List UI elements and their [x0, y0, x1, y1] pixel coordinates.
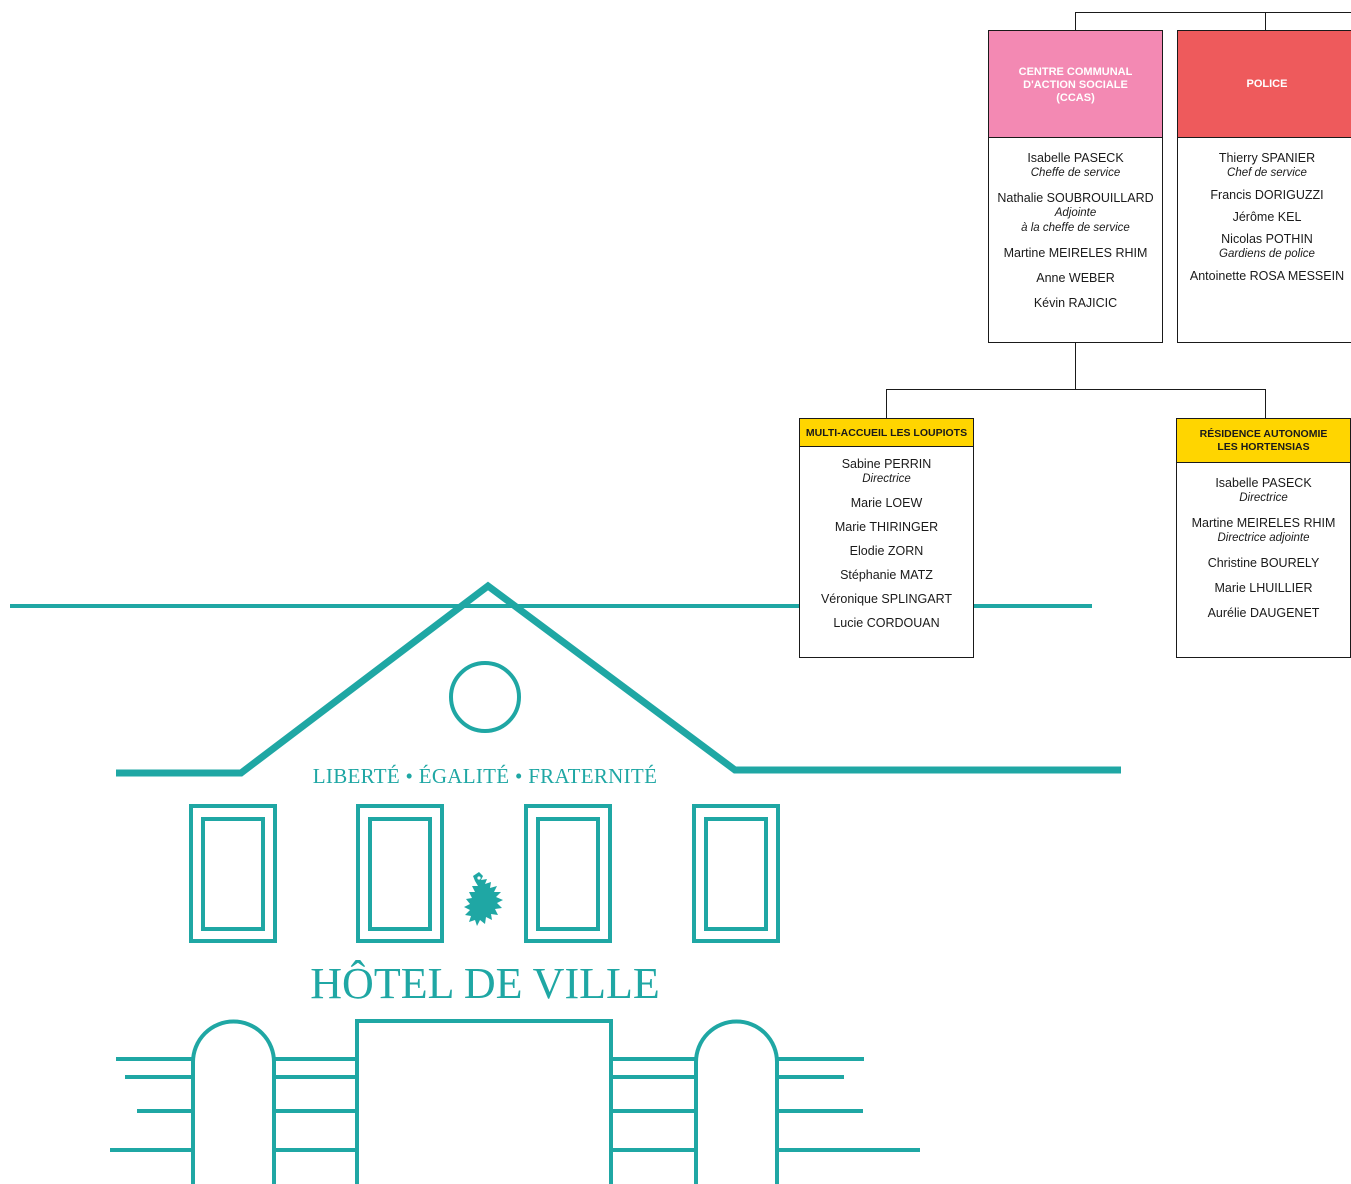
staff-name: Marie LOEW: [850, 496, 923, 510]
staff-name: Anne WEBER: [1036, 271, 1115, 285]
staff-name: Marie THIRINGER: [834, 520, 939, 534]
staff-member: Elodie ZORN: [800, 543, 973, 559]
staff-member: Francis DORIGUZZI: [1178, 187, 1351, 203]
hotel-de-ville-title: HÔTEL DE VILLE: [310, 959, 660, 1008]
staff-name: Stéphanie MATZ: [840, 568, 933, 582]
staff-member: Antoinette ROSA MESSEIN: [1178, 268, 1351, 284]
org-box-multi-accueil: MULTI-ACCUEIL LES LOUPIOTS Sabine PERRIN…: [799, 418, 974, 658]
town-hall-drawing: [10, 581, 1121, 1184]
staff-member: Marie LOEW: [800, 495, 973, 511]
staff-name: Antoinette ROSA MESSEIN: [1189, 269, 1345, 283]
staff-name: Jérôme KEL: [1232, 210, 1302, 224]
arch-door-left: [191, 1019, 276, 1184]
staff-name: Aurélie DAUGENET: [1207, 606, 1320, 620]
staff-name: Nicolas POTHIN: [1221, 232, 1313, 246]
staff-member: Aurélie DAUGENET: [1177, 605, 1350, 621]
staff-name: Francis DORIGUZZI: [1210, 188, 1324, 202]
staff-member: Marie THIRINGER: [800, 519, 973, 535]
roof-oculus: [449, 661, 521, 733]
staff-member: Stéphanie MATZ: [800, 567, 973, 583]
staff-role: Cheffe de service: [1030, 167, 1121, 179]
roof-outline: [116, 581, 1121, 777]
motto-text: LIBERTÉ • ÉGALITÉ • FRATERNITÉ: [312, 764, 658, 788]
heraldic-lion-icon: [457, 870, 511, 928]
staff-name: Martine MEIRELES RHIM: [1003, 246, 1148, 260]
staff-name: Thierry SPANIER: [1218, 151, 1316, 165]
staff-name: Véronique SPLINGART: [820, 592, 953, 606]
org-box-title: RÉSIDENCE AUTONOMIE LES HORTENSIAS: [1177, 419, 1350, 463]
staff-member: Christine BOURELY: [1177, 555, 1350, 571]
staff-member: Sabine PERRIN Directrice: [800, 456, 973, 487]
org-connector-lines: [886, 12, 1351, 418]
staff-member: Martine MEIRELES RHIM: [989, 245, 1162, 261]
staff-name: Isabelle PASECK: [1215, 476, 1312, 490]
staff-member: Thierry SPANIER Chef de service: [1178, 150, 1351, 181]
staff-member: Kévin RAJICIC: [989, 295, 1162, 311]
staff-name: Isabelle PASECK: [1027, 151, 1124, 165]
window-2: [356, 804, 444, 943]
org-box-title: MULTI-ACCUEIL LES LOUPIOTS: [800, 419, 973, 447]
staff-member: Nathalie SOUBROUILLARD Adjointe à la chef…: [989, 190, 1162, 236]
staff-name: Marie LHUILLIER: [1214, 581, 1313, 595]
staff-role: Chef de service: [1227, 167, 1307, 179]
org-box-ccas: CENTRE COMMUNAL D'ACTION SOCIALE (CCAS) …: [988, 30, 1163, 343]
org-box-residence: RÉSIDENCE AUTONOMIE LES HORTENSIAS Isabe…: [1176, 418, 1351, 658]
window-3: [524, 804, 612, 943]
staff-name: Kévin RAJICIC: [1033, 296, 1118, 310]
staff-member: Isabelle PASECK Cheffe de service: [989, 150, 1162, 181]
staff-name: Christine BOURELY: [1207, 556, 1320, 570]
staff-name: Martine MEIRELES RHIM: [1191, 516, 1336, 530]
staff-member: Isabelle PASECK Directrice: [1177, 475, 1350, 506]
staff-name: Lucie CORDOUAN: [833, 616, 940, 630]
staff-name: Elodie ZORN: [849, 544, 924, 558]
staff-member: Véronique SPLINGART: [800, 591, 973, 607]
staff-role: Gardiens de police: [1219, 248, 1315, 260]
main-door: [355, 1019, 613, 1184]
window-1: [189, 804, 277, 943]
staff-name: Nathalie SOUBROUILLARD: [997, 191, 1154, 205]
staff-role: Directrice: [862, 473, 911, 485]
arch-door-right: [694, 1019, 779, 1184]
window-4: [692, 804, 780, 943]
staff-member: Anne WEBER: [989, 270, 1162, 286]
staff-member: Lucie CORDOUAN: [800, 615, 973, 631]
org-box-title: POLICE: [1178, 31, 1351, 138]
staff-member: Marie LHUILLIER: [1177, 580, 1350, 596]
staff-role: Directrice adjointe: [1217, 532, 1310, 544]
staff-role: Directrice: [1239, 492, 1288, 504]
staff-name: Sabine PERRIN: [841, 457, 932, 471]
step-lines: [110, 1057, 920, 1152]
org-box-title: CENTRE COMMUNAL D'ACTION SOCIALE (CCAS): [989, 31, 1162, 138]
staff-member: Nicolas POTHIN Gardiens de police: [1178, 231, 1351, 262]
staff-member: Martine MEIRELES RHIM Directrice adjointe: [1177, 515, 1350, 546]
staff-role: Adjointe à la cheffe de service: [1021, 207, 1130, 234]
staff-member: Jérôme KEL: [1178, 209, 1351, 225]
